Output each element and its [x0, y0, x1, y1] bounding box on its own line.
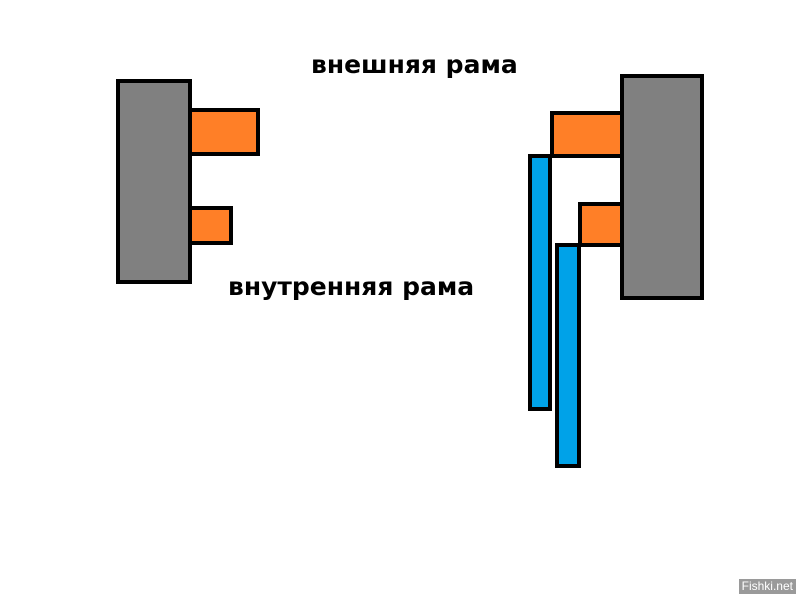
- left-upper-bracket: [188, 108, 260, 156]
- inner-frame-label: внутренняя рама: [228, 272, 475, 301]
- right-lower-bracket: [578, 202, 624, 247]
- left-lower-bracket: [188, 206, 233, 245]
- inner-frame-rail-right: [555, 243, 581, 468]
- left-outer-frame-block: [116, 79, 192, 284]
- right-outer-frame-block: [620, 74, 704, 300]
- watermark: Fishki.net: [738, 579, 796, 594]
- outer-frame-label: внешняя рама: [311, 50, 518, 79]
- inner-frame-rail-left: [528, 154, 552, 411]
- right-upper-bracket: [550, 111, 624, 158]
